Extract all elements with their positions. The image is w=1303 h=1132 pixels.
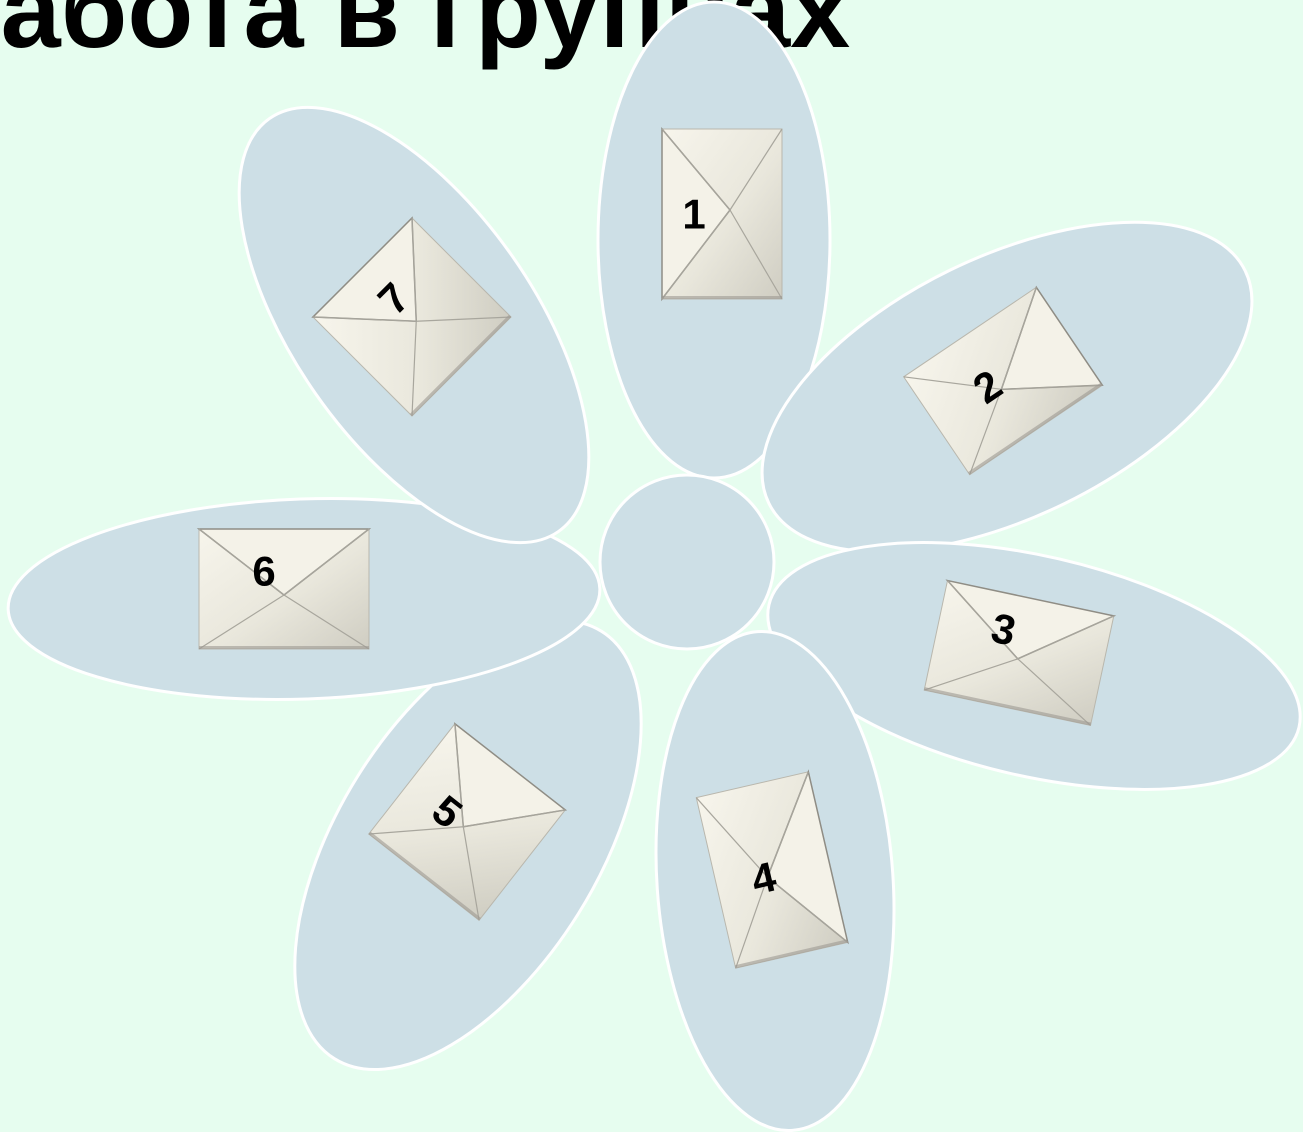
flower-center bbox=[600, 475, 774, 649]
envelope-1[interactable]: 1 bbox=[662, 129, 782, 299]
envelope-6[interactable]: 6 bbox=[199, 529, 369, 649]
envelope-number: 6 bbox=[252, 548, 275, 595]
envelope-shadow bbox=[199, 646, 369, 649]
envelope-number: 1 bbox=[682, 191, 705, 238]
envelope-shadow bbox=[662, 296, 782, 299]
